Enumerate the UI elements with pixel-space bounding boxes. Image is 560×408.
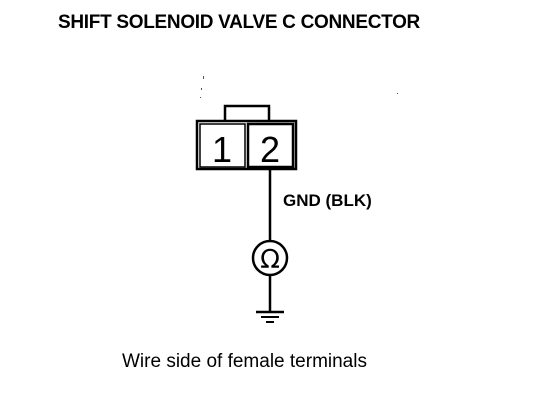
connector-body <box>195 119 298 171</box>
diagram-caption: Wire side of female terminals <box>122 351 367 372</box>
gnd-wire-label: GND (BLK) <box>283 191 372 210</box>
ground-icon <box>256 310 284 323</box>
terminal-1-label: 1 <box>212 129 232 170</box>
terminal-2-label: 2 <box>260 129 280 170</box>
terminal-2-cavity <box>246 122 295 169</box>
ohm-symbol: Ω <box>260 245 280 275</box>
connector-lock-tab <box>223 104 271 124</box>
scan-specks <box>200 76 398 98</box>
terminal-1-cavity <box>199 123 246 168</box>
diagram-title: SHIFT SOLENOID VALVE C CONNECTOR <box>58 12 420 33</box>
